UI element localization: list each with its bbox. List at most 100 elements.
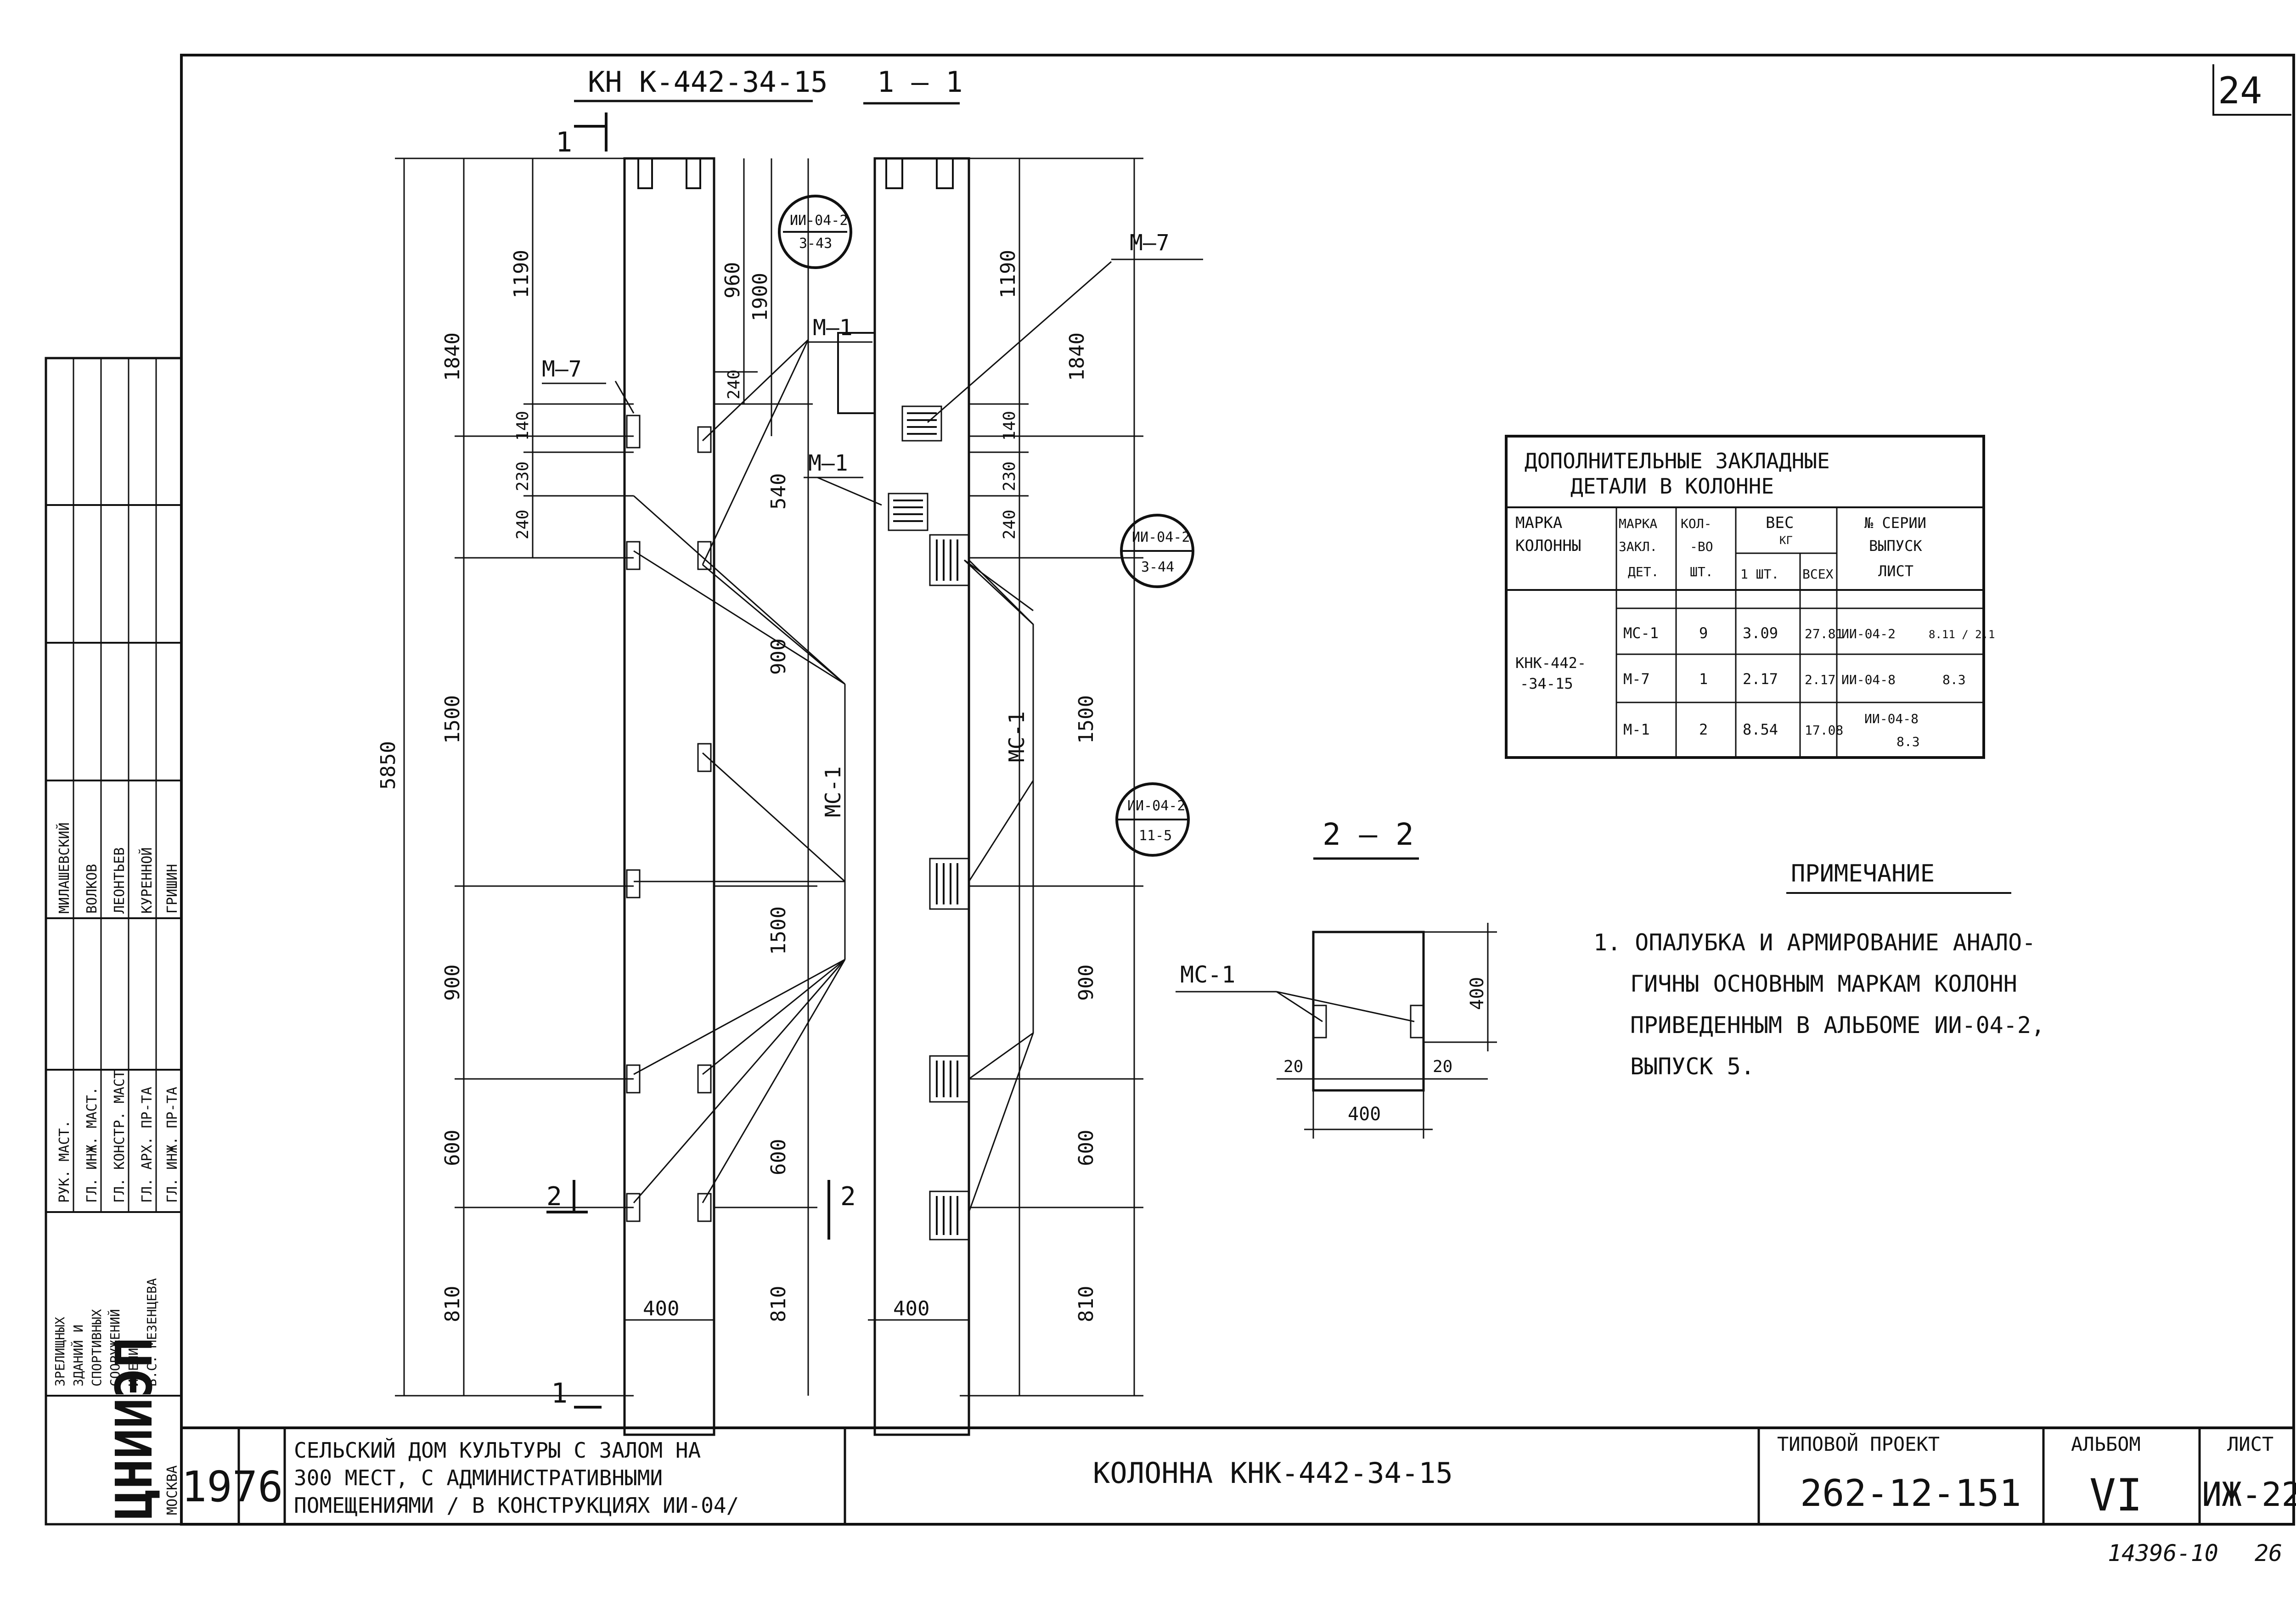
circle-ref-1-bottom: 3-43: [799, 236, 832, 252]
row2-wall: 2.17: [1805, 672, 1835, 687]
stamp-name-2: ВОЛКОВ: [84, 864, 100, 914]
project-name-line3: ПОМЕЩЕНИЯМИ / В КОНСТРУКЦИЯХ ИИ-04/: [294, 1493, 739, 1518]
dim-mid-810: 810: [767, 1286, 790, 1322]
callout-m1-top: М–1: [813, 315, 853, 341]
stamp-org-5: ИМЕНИ: [126, 1348, 141, 1387]
dim-right-140: 140: [1000, 411, 1019, 441]
stamp-logo: ЦНИИЭП: [105, 1337, 163, 1520]
note-title: ПРИМЕЧАНИЕ: [1791, 860, 1935, 887]
row1-series: ИИ-04-2: [1841, 626, 1896, 641]
section-2-mc1-label: МС-1: [1180, 961, 1235, 988]
th-col3-c: ШТ.: [1690, 564, 1713, 579]
section-2-width: 400: [1348, 1104, 1381, 1125]
callout-m7-right: М–7: [1130, 230, 1170, 256]
dim-mid-240: 240: [725, 370, 743, 399]
stamp-role-1: РУК. МАСТ.: [56, 1120, 73, 1203]
dim-mid-1900: 1900: [748, 273, 772, 321]
row3-wall: 17.08: [1805, 723, 1843, 738]
stamp-name-3: ЛЕОНТЬЕВ: [112, 848, 128, 914]
typical-project-label: ТИПОВОЙ ПРОЕКТ: [1777, 1432, 1940, 1455]
project-name-line2: 300 МЕСТ, С АДМИНИСТРАТИВНЫМИ: [294, 1465, 663, 1490]
dim-mid-600: 600: [767, 1139, 790, 1175]
section-2-height: 400: [1467, 977, 1488, 1010]
dim-right-1840: 1840: [1065, 332, 1089, 381]
stamp-role-5: ГЛ. ИНЖ. ПР-ТА: [164, 1087, 180, 1203]
stamp-name-4: КУРЕННОЙ: [139, 848, 155, 914]
dim-left-140: 140: [513, 411, 532, 441]
row1-part: МС-1: [1623, 624, 1659, 642]
dim-mid-960: 960: [721, 262, 744, 298]
cut-mark-1-top: 1: [556, 126, 572, 158]
row3-part: М-1: [1623, 721, 1650, 738]
callout-mc1-mid: МС-1: [821, 766, 845, 817]
stamp-org-6: Б.С. МЕЗЕНЦЕВА: [144, 1278, 159, 1387]
cut-mark-1-bottom: 1: [551, 1377, 568, 1409]
row2-sheet: 8.3: [1942, 672, 1966, 687]
title-year: 1976: [181, 1462, 283, 1511]
dim-left-1500: 1500: [441, 695, 464, 744]
title-block: [181, 1426, 2294, 1524]
footer-code: 14396-10: [2108, 1540, 2218, 1566]
sheet-label: ЛИСТ: [2227, 1433, 2273, 1455]
stamp-org-4: СООРУЖЕНИЙ: [107, 1309, 123, 1387]
right-dimension-chain: [960, 157, 1143, 1397]
th-col2-a: МАРКА: [1619, 516, 1657, 531]
th-weight-all: ВСЕХ: [1802, 567, 1834, 582]
row3-w1: 8.54: [1743, 721, 1778, 738]
stamp-org-1: ЗРЕЛИЩНЫХ: [52, 1317, 68, 1387]
dim-right-810: 810: [1075, 1286, 1098, 1322]
th-col3-b: -ВО: [1690, 539, 1713, 554]
th-weight-one: 1 ШТ.: [1740, 567, 1779, 582]
side-stamp: [45, 357, 183, 1526]
row1-wall: 27.81: [1805, 626, 1843, 641]
row1-w1: 3.09: [1743, 624, 1778, 642]
dim-right-1500: 1500: [1075, 695, 1098, 744]
row3-series: ИИ-04-8: [1864, 711, 1919, 726]
stamp-role-2: ГЛ. ИНЖ. МАСТ.: [84, 1087, 100, 1203]
footer-page: 26: [2255, 1540, 2282, 1566]
table-title-line2: ДЕТАЛИ В КОЛОННЕ: [1570, 474, 1774, 499]
left-dimension-chain: [395, 157, 634, 1397]
dim-left-1840: 1840: [441, 332, 464, 381]
sheet-frame: [180, 54, 2295, 1526]
table-row: М-7 1 2.17 2.17 ИИ-04-8 8.3: [1623, 670, 1966, 688]
th-col3-a: КОЛ-: [1681, 516, 1711, 531]
table-column-mark-a: КНК-442-: [1515, 654, 1586, 672]
dim-right-1190: 1190: [996, 250, 1020, 298]
th-series-a: № СЕРИИ: [1864, 514, 1926, 532]
callout-m1-mid: М–1: [808, 450, 848, 476]
dim-right-600: 600: [1075, 1130, 1098, 1166]
cut-mark-2-right: 2: [840, 1182, 856, 1212]
note-line-3: ПРИВЕДЕННЫМ В АЛЬБОМЕ ИИ-04-2,: [1630, 1012, 2045, 1039]
th-col1-b: КОЛОННЫ: [1515, 537, 1581, 555]
row2-qty: 1: [1699, 670, 1708, 688]
dim-right-240: 240: [1000, 510, 1019, 539]
row1-sheet: 8.11 / 2.1: [1929, 628, 1995, 641]
section-2-edge-right: 20: [1433, 1057, 1452, 1076]
circle-ref-2-bottom: 3-44: [1141, 559, 1174, 575]
row2-w1: 2.17: [1743, 670, 1778, 688]
stamp-role-4: ГЛ. АРХ. ПР-ТА: [139, 1087, 155, 1203]
note-line-4: ВЫПУСК 5.: [1630, 1053, 1755, 1080]
column-elevation: [623, 157, 715, 1436]
table-title-line1: ДОПОЛНИТЕЛЬНЫЕ ЗАКЛАДНЫЕ: [1525, 449, 1830, 473]
th-weight-unit: КГ: [1779, 534, 1793, 547]
stamp-name-1: МИЛАШЕВСКИЙ: [56, 822, 73, 914]
column-width-label: 400: [643, 1297, 679, 1320]
dim-left-240: 240: [513, 510, 532, 539]
dim-left-900: 900: [441, 965, 464, 1001]
dim-left-230: 230: [513, 461, 532, 491]
circle-ref-2-top: ИИ-04-2: [1132, 529, 1190, 545]
table-row: М-1 2 8.54 17.08 ИИ-04-8 8.3: [1623, 711, 1920, 749]
circle-ref-2: ИИ-04-2 3-44: [1120, 514, 1194, 588]
note-line-2: ГИЧНЫ ОСНОВНЫМ МАРКАМ КОЛОНН: [1630, 971, 2017, 997]
table-row: МС-1 9 3.09 27.81 ИИ-04-2 8.11 / 2.1: [1623, 624, 1995, 642]
stamp-org-2: ЗДАНИЙ И: [70, 1325, 86, 1387]
th-series-c: ЛИСТ: [1878, 562, 1913, 580]
sheet-number: 24: [2218, 69, 2262, 112]
stamp-name-5: ГРИШИН: [164, 864, 180, 914]
th-weight: ВЕС: [1766, 514, 1794, 532]
row1-qty: 9: [1699, 624, 1708, 642]
embedded-parts-table: [1505, 435, 1985, 759]
